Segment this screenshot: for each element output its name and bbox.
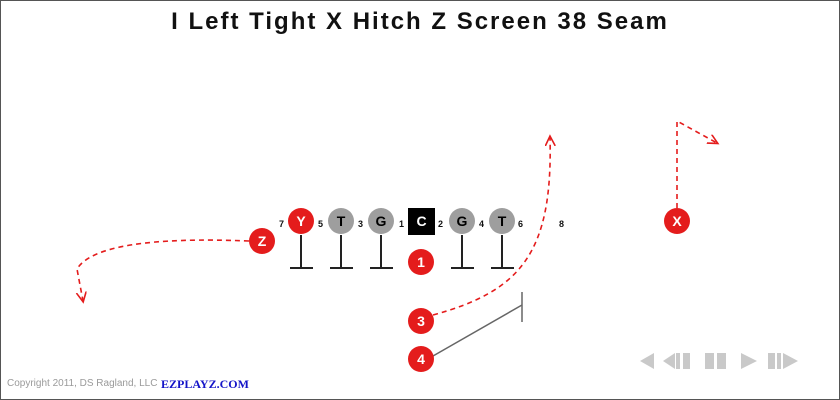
player-x: X [664,208,690,234]
playback-controls [640,353,798,369]
player-right-guard: G [449,208,475,234]
hole-number: 2 [438,219,443,229]
pause-icon[interactable] [705,353,726,369]
hole-number: 4 [479,219,484,229]
hole-number: 8 [559,219,564,229]
hole-number: 6 [518,219,523,229]
player-label: 4 [417,351,425,367]
hole-number: 5 [318,219,323,229]
player-label: C [416,213,426,229]
rewind-icon[interactable] [640,353,654,369]
player-fullback: 3 [408,308,434,334]
fast-forward-icon[interactable] [768,353,798,369]
hole-number: 3 [358,219,363,229]
player-left-tackle: T [328,208,354,234]
hole-number: 1 [399,219,404,229]
route-x-hitch [676,119,717,208]
player-y: Y [288,208,314,234]
page-title: I Left Tight X Hitch Z Screen 38 Seam [171,8,669,35]
player-center: C [408,208,435,235]
player-label: 1 [417,254,425,270]
player-label: G [376,213,387,229]
brand-link[interactable]: EZPLAYZ.COM [161,377,249,391]
play-icon[interactable] [741,353,757,369]
copyright-text: Copyright 2011, DS Ragland, LLC [7,378,158,389]
player-label: G [457,213,468,229]
route-3-seam [432,137,550,316]
player-tailback: 4 [408,346,434,372]
hole-numbers: 7 5 3 1 2 4 6 8 [279,219,564,229]
player-label: 3 [417,313,425,329]
route-z-screen [77,239,250,301]
block-assignments [290,235,523,357]
step-back-icon[interactable] [663,353,690,369]
hole-number: 7 [279,219,284,229]
player-qb: 1 [408,249,434,275]
player-label: Y [296,213,306,229]
player-right-tackle: T [489,208,515,234]
player-label: T [337,213,346,229]
player-z: Z [249,228,275,254]
player-label: X [672,213,682,229]
player-label: T [498,213,507,229]
player-label: Z [258,233,267,249]
player-left-guard: G [368,208,394,234]
block-4 [432,304,523,357]
